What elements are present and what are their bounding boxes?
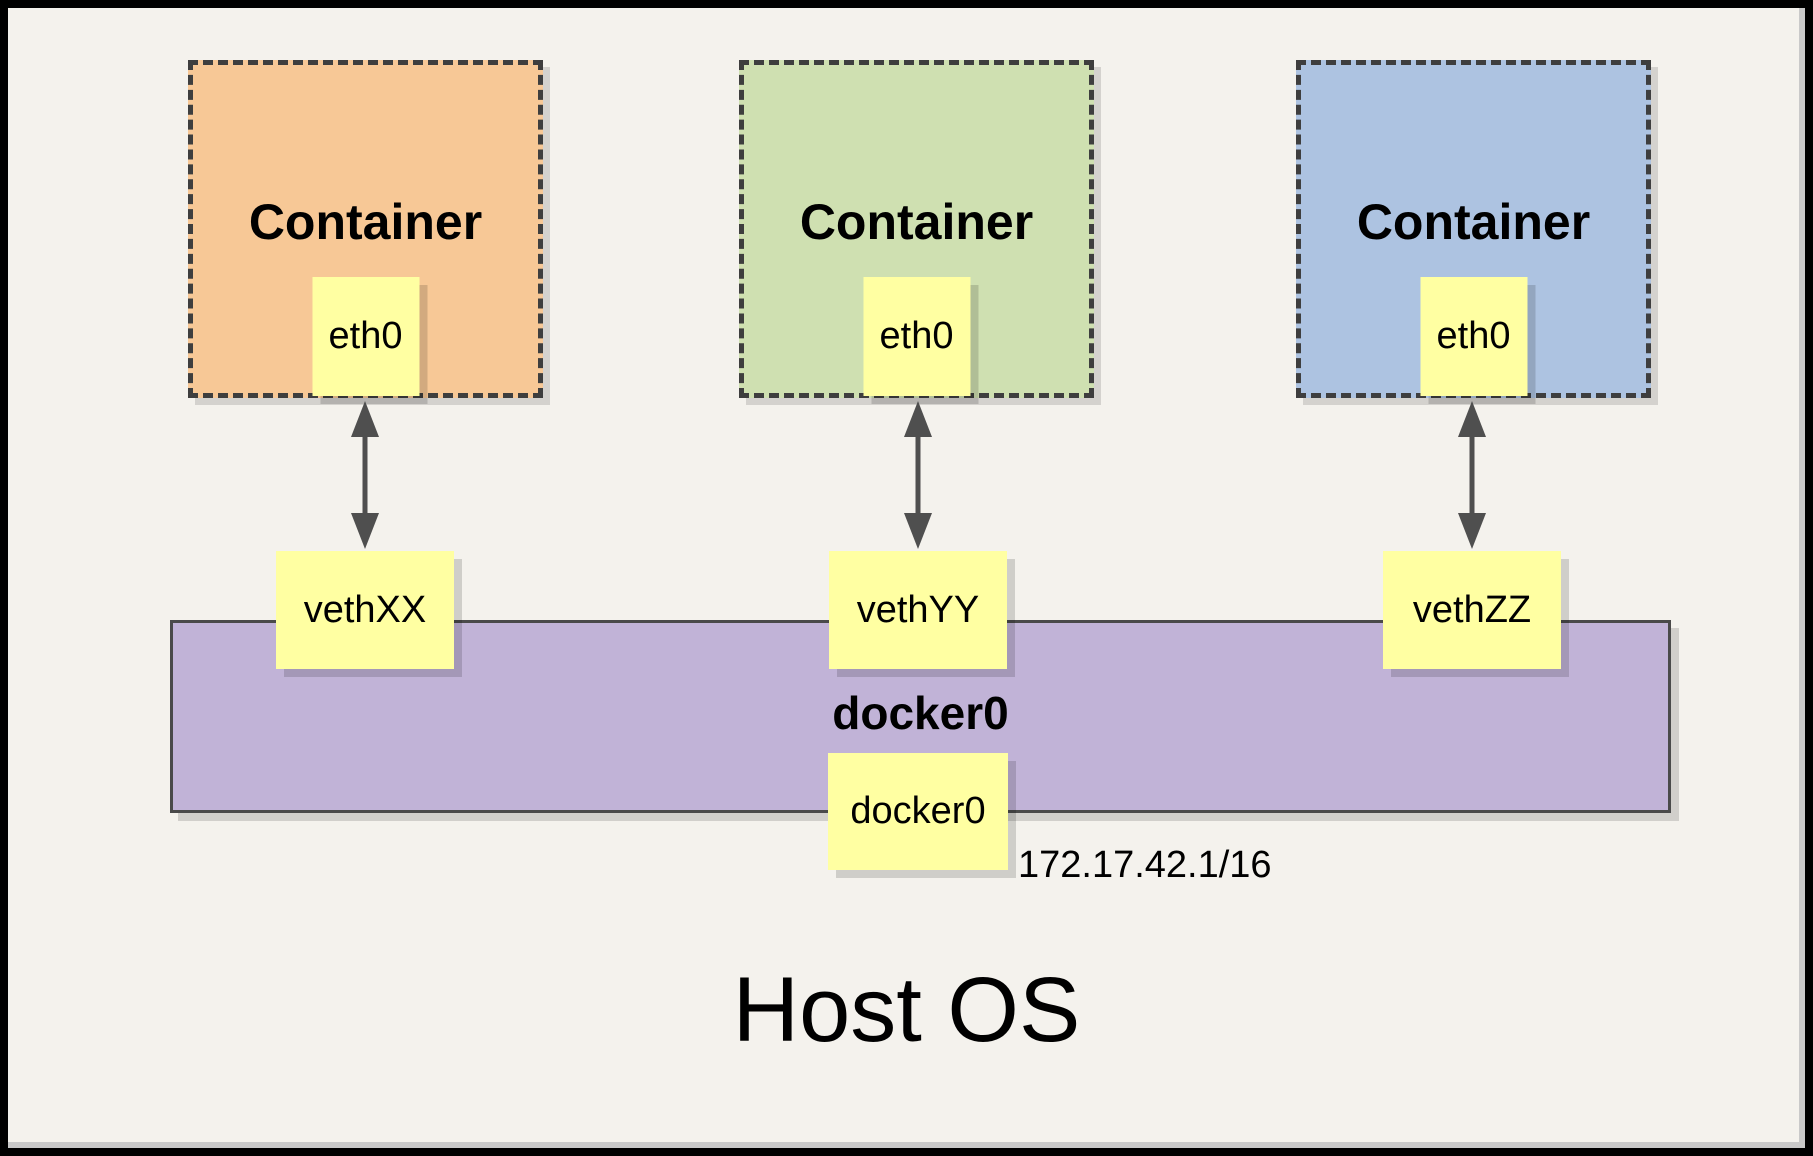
docker0-interface-label: docker0 <box>850 790 986 832</box>
docker0-bridge-title: docker0 <box>832 687 1009 739</box>
eth0-label: eth0 <box>879 315 954 357</box>
vethyy-box: vethYY <box>829 551 1007 669</box>
vethzz-label: vethZZ <box>1412 588 1532 631</box>
vethzz-box: vethZZ <box>1383 551 1561 669</box>
eth0-box-1: eth0 <box>312 277 419 396</box>
host-os-label: Host OS <box>732 959 1081 1061</box>
vethxx-label: vethXX <box>303 588 427 631</box>
bridge-ip-address: 172.17.42.1/16 <box>1018 844 1272 886</box>
double-arrow-icon-1 <box>345 400 385 550</box>
eth0-box-3: eth0 <box>1420 277 1527 396</box>
container-title: Container <box>1356 194 1591 250</box>
double-arrow-icon-2 <box>898 400 938 550</box>
container-title: Container <box>799 194 1034 250</box>
eth0-label: eth0 <box>1436 315 1511 357</box>
vethyy-label: vethYY <box>856 588 980 631</box>
vethxx-box: vethXX <box>276 551 454 669</box>
container-title: Container <box>248 194 483 250</box>
container-box-2: Container eth0 <box>739 60 1094 398</box>
docker0-interface-box: docker0 <box>828 753 1008 870</box>
double-arrow-icon-3 <box>1452 400 1492 550</box>
container-box-1: Container eth0 <box>188 60 543 398</box>
container-box-3: Container eth0 <box>1296 60 1651 398</box>
eth0-label: eth0 <box>328 315 403 357</box>
eth0-box-2: eth0 <box>863 277 970 396</box>
